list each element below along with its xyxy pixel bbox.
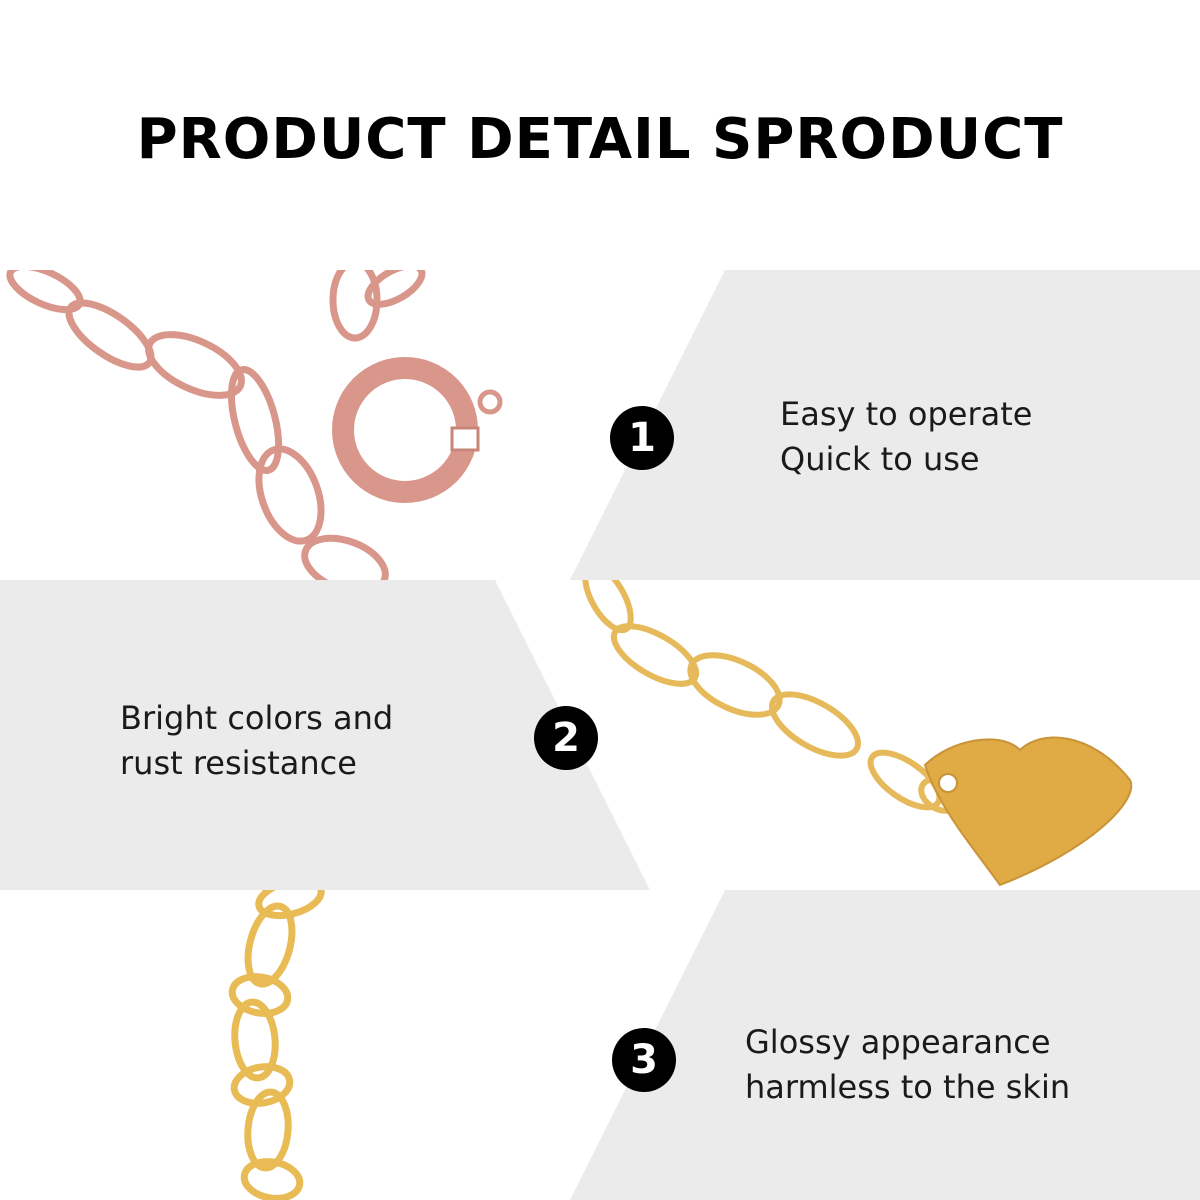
heart-charm-photo bbox=[582, 580, 1133, 887]
feature-2-line-1: Bright colors and bbox=[120, 699, 394, 737]
feature-row-1: 1 Easy to operate Quick to use bbox=[0, 270, 1200, 580]
feature-2-line-2: rust resistance bbox=[120, 744, 357, 782]
feature-text-3: Glossy appearance harmless to the skin bbox=[745, 1020, 1070, 1110]
clasp-chain-photo bbox=[6, 270, 503, 580]
page-title: PRODUCT DETAIL SPRODUCT bbox=[136, 107, 1064, 172]
feature-text-1: Easy to operate Quick to use bbox=[780, 392, 1032, 482]
feature-text-2: Bright colors and rust resistance bbox=[120, 696, 393, 786]
feature-1-line-2: Quick to use bbox=[780, 440, 980, 478]
feature-number-3-badge: 3 bbox=[612, 1028, 676, 1092]
feature-3-line-2: harmless to the skin bbox=[745, 1068, 1071, 1106]
feature-1-line-1: Easy to operate bbox=[780, 395, 1033, 433]
feature-row-2: Bright colors and rust resistance 2 bbox=[0, 580, 1200, 890]
feature-3-line-1: Glossy appearance bbox=[745, 1023, 1051, 1061]
feature-number-1-badge: 1 bbox=[610, 406, 674, 470]
chain-links-photo bbox=[228, 890, 325, 1200]
feature-row-3: 3 Glossy appearance harmless to the skin bbox=[0, 890, 1200, 1200]
feature-number-2-badge: 2 bbox=[534, 706, 598, 770]
